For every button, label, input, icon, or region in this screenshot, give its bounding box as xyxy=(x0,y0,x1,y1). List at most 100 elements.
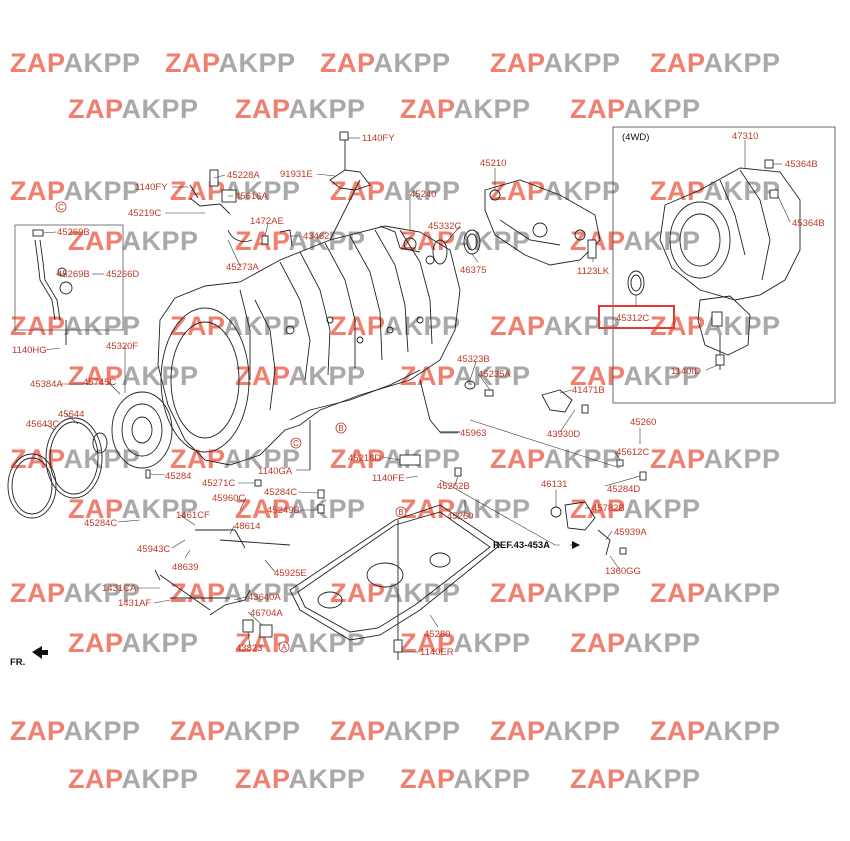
label-45218D[interactable]: 45218D xyxy=(348,453,381,464)
label-45249B[interactable]: 45249B xyxy=(267,505,300,516)
watermark-logo: ZAPAKPP xyxy=(10,716,141,746)
watermark-logo: ZAPAKPP xyxy=(68,361,199,391)
label-45963[interactable]: 45963 xyxy=(460,428,486,439)
label-45643C[interactable]: 45643C xyxy=(26,419,59,430)
circle-marker-b1: B xyxy=(338,424,343,433)
label-48614[interactable]: 48614 xyxy=(234,521,260,532)
watermark-logo: ZAPAKPP xyxy=(400,361,531,391)
label-1360GG[interactable]: 1360GG xyxy=(605,566,641,577)
label-45644[interactable]: 45644 xyxy=(58,409,84,420)
front-label: FR. xyxy=(10,657,25,668)
circle-marker-b2: B xyxy=(398,508,403,517)
label-45384A[interactable]: 45384A xyxy=(30,379,63,390)
label-45364B-1[interactable]: 45364B xyxy=(785,159,818,170)
label-45266D[interactable]: 45266D xyxy=(106,269,139,280)
label-45320F[interactable]: 45320F xyxy=(106,341,138,352)
label-45284[interactable]: 45284 xyxy=(165,471,191,482)
label-1140ID[interactable]: 1140ID xyxy=(671,366,701,377)
label-41471B[interactable]: 41471B xyxy=(572,385,605,396)
label-45269B-1[interactable]: 45269B xyxy=(57,227,90,238)
label-43930D[interactable]: 43930D xyxy=(547,429,580,440)
watermark-logo: ZAPAKPP xyxy=(490,444,621,474)
actuator-part xyxy=(697,295,751,370)
oil-pan-45280 xyxy=(289,504,501,660)
watermark-logo: ZAPAKPP xyxy=(165,48,296,78)
label-45260-2[interactable]: 45260 xyxy=(447,511,473,522)
watermark-logo: ZAPAKPP xyxy=(170,444,301,474)
label-91931E[interactable]: 91931E xyxy=(280,169,313,180)
watermark-layer: ZAPAKPP ZAPAKPP ZAPAKPP ZAPAKPP ZAPAKPP ZAPAK… xyxy=(10,48,781,794)
label-45364B-2[interactable]: 45364B xyxy=(792,218,825,229)
watermark-logo: ZAPAKPP xyxy=(570,361,701,391)
label-45943C[interactable]: 45943C xyxy=(137,544,170,555)
label-45745C[interactable]: 45745C xyxy=(83,377,116,388)
label-45280[interactable]: 45280 xyxy=(424,629,450,640)
label-45210[interactable]: 45210 xyxy=(480,158,506,169)
watermark-logo: ZAPAKPP xyxy=(235,94,366,124)
label-45271C[interactable]: 45271C xyxy=(202,478,235,489)
label-45262B[interactable]: 45262B xyxy=(437,481,470,492)
watermark-logo: ZAPAKPP xyxy=(650,716,781,746)
label-45269B-2[interactable]: 45269B xyxy=(57,269,90,280)
label-1140GA[interactable]: 1140GA xyxy=(258,466,293,477)
label-45284D[interactable]: 45284D xyxy=(607,484,640,495)
label-45939A[interactable]: 45939A xyxy=(614,527,647,538)
label-1472AE[interactable]: 1472AE xyxy=(250,216,284,227)
label-1140ER[interactable]: 1140ER xyxy=(420,647,454,658)
part-labels: 1140FY 91931E 45228A 1140FY 45616A 45219… xyxy=(12,131,825,658)
label-46131[interactable]: 46131 xyxy=(541,479,567,490)
label-1140FY-left[interactable]: 1140FY xyxy=(135,182,168,193)
label-45219C[interactable]: 45219C xyxy=(128,208,161,219)
label-1140FE[interactable]: 1140FE xyxy=(372,473,405,484)
label-45323B[interactable]: 45323B xyxy=(457,354,490,365)
shift-bracket xyxy=(329,131,371,191)
label-45332C[interactable]: 45332C xyxy=(428,221,461,232)
watermark-logo: ZAPAKPP xyxy=(570,94,701,124)
label-43640A[interactable]: 43640A xyxy=(248,592,281,603)
label-45782B[interactable]: 45782B xyxy=(592,503,625,514)
watermark-logo: ZAPAKPP xyxy=(400,764,531,794)
label-1140HG[interactable]: 1140HG xyxy=(12,345,47,356)
label-48639[interactable]: 48639 xyxy=(172,562,198,573)
ref-label[interactable]: REF.43-453A xyxy=(493,540,550,551)
label-45273A[interactable]: 45273A xyxy=(226,262,259,273)
label-45260[interactable]: 45260 xyxy=(630,417,656,428)
label-1123LK[interactable]: 1123LK xyxy=(577,266,610,277)
watermark-logo: ZAPAKPP xyxy=(570,628,701,658)
label-45240[interactable]: 45240 xyxy=(410,189,436,200)
label-46704A[interactable]: 46704A xyxy=(250,608,283,619)
front-arrow xyxy=(32,646,48,659)
label-45228A[interactable]: 45228A xyxy=(227,170,260,181)
watermark-logo: ZAPAKPP xyxy=(170,578,301,608)
label-1431CA[interactable]: 1431CA xyxy=(102,583,137,594)
label-45960C[interactable]: 45960C xyxy=(212,493,245,504)
label-45284C-1[interactable]: 45284C xyxy=(264,487,297,498)
highlight-box-45312C xyxy=(598,305,675,329)
label-47310[interactable]: 47310 xyxy=(732,131,758,142)
torque-converter xyxy=(7,391,173,519)
label-45235A[interactable]: 45235A xyxy=(478,369,511,380)
label-45616A[interactable]: 45616A xyxy=(235,191,268,202)
transmission-case xyxy=(157,179,461,466)
label-1461CF[interactable]: 1461CF xyxy=(176,510,210,521)
watermark-logo: ZAPAKPP xyxy=(490,716,621,746)
label-43462[interactable]: 43462 xyxy=(303,231,329,242)
leader-lines xyxy=(42,137,791,653)
watermark-logo: ZAPAKPP xyxy=(570,226,701,256)
label-1140FY-top[interactable]: 1140FY xyxy=(362,133,395,144)
circle-marker-c2: C xyxy=(293,439,299,448)
watermark-logo: ZAPAKPP xyxy=(68,94,199,124)
label-45925E[interactable]: 45925E xyxy=(274,568,307,579)
label-45612C[interactable]: 45612C xyxy=(616,447,649,458)
label-46375[interactable]: 46375 xyxy=(460,265,486,276)
label-43823[interactable]: 43823 xyxy=(236,643,262,654)
label-1431AF[interactable]: 1431AF xyxy=(118,598,151,609)
watermark-logo: ZAPAKPP xyxy=(330,578,461,608)
label-45284C-2[interactable]: 45284C xyxy=(84,518,117,529)
circle-marker-a: A xyxy=(281,643,287,652)
box-4wd-label: (4WD) xyxy=(622,132,649,143)
watermark-logo: ZAPAKPP xyxy=(330,444,461,474)
label-45312C[interactable]: 45312C xyxy=(616,313,649,324)
watermark-logo: ZAPAKPP xyxy=(650,48,781,78)
